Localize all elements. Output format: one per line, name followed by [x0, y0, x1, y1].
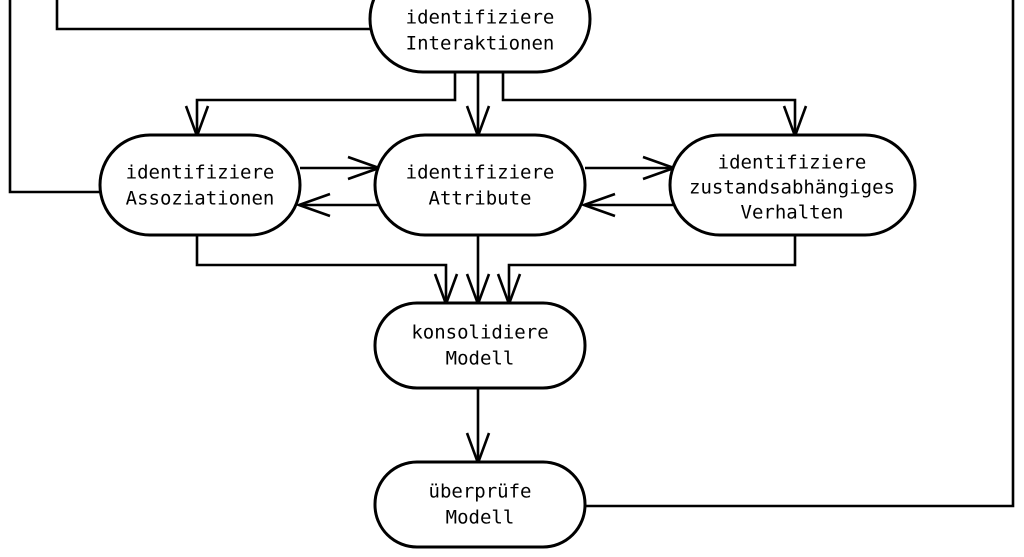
edge-path — [195, 72, 457, 135]
edge-konsolidiere-to-ueberpruefe — [465, 388, 491, 467]
edge-path — [55, 0, 370, 31]
edge-path — [585, 0, 1015, 508]
edge-zustandsverhalten-to-konsolidiere — [496, 235, 797, 308]
node-shape — [368, 0, 592, 74]
arrow-head-left — [580, 192, 616, 218]
node-label-line-2: Assoziationen — [126, 188, 275, 210]
edge-attribute-to-konsolidiere — [465, 235, 491, 308]
edge-path — [195, 235, 448, 303]
edge-interaktionen-to-assoziationen — [184, 72, 457, 140]
node-label-line-1: überprüfe — [429, 481, 532, 503]
arrow-head-left — [295, 192, 331, 218]
edge-assoziationen-to-konsolidiere — [195, 235, 459, 308]
node-shape — [98, 133, 302, 237]
edge-path — [501, 72, 797, 135]
node-label-line-1: identifiziere — [718, 152, 867, 174]
node-label-line-2: Attribute — [429, 188, 532, 210]
node-label-line-1: konsolidiere — [411, 322, 548, 344]
node-identifiziere-interaktionen[interactable]: identifiziere Interaktionen — [368, 0, 592, 74]
node-identifiziere-assoziationen[interactable]: identifiziere Assoziationen — [98, 133, 302, 237]
node-shape — [668, 133, 917, 237]
node-label-line-2: Modell — [446, 348, 515, 370]
node-identifiziere-attribute[interactable]: identifiziere Attribute — [373, 133, 587, 237]
node-label-line-2: Modell — [446, 507, 515, 529]
edge-path — [8, 0, 100, 194]
node-label-line-3: Verhalten — [741, 202, 844, 224]
edge-layer — [8, 0, 1015, 508]
node-ueberpruefe-modell[interactable]: überprüfe Modell — [373, 460, 587, 549]
node-shape — [373, 460, 587, 549]
edge-attribute-to-assoziationen — [295, 192, 378, 218]
edge-zustandsverhalten-to-attribute — [580, 192, 673, 218]
edge-path — [507, 235, 797, 303]
node-konsolidiere-modell[interactable]: konsolidiere Modell — [373, 301, 587, 390]
edge-ueberpruefe-feedback-right — [585, 0, 1015, 508]
node-shape — [373, 133, 587, 237]
node-identifiziere-zustandsabhaengiges-verhalten[interactable]: identifiziere zustandsabhängiges Verhalt… — [668, 133, 917, 237]
node-label-line-1: identifiziere — [406, 162, 555, 184]
node-label-line-1: identifiziere — [406, 7, 555, 29]
node-label-line-2: zustandsabhängiges — [689, 177, 895, 199]
edge-assoziationen-to-attribute — [300, 155, 383, 181]
node-label-line-2: Interaktionen — [406, 33, 555, 55]
node-label-line-1: identifiziere — [126, 162, 275, 184]
node-layer: identifiziere Interaktionen identifizier… — [98, 0, 917, 549]
edge-attribute-to-zustandsverhalten — [585, 155, 678, 181]
edge-interaktionen-to-attribute — [465, 72, 491, 140]
edge-interaktionen-to-zustandsverhalten — [501, 72, 808, 140]
edge-interaktionen-feedback-left — [55, 0, 370, 31]
edge-assoziationen-feedback-left — [8, 0, 100, 194]
node-shape — [373, 301, 587, 390]
